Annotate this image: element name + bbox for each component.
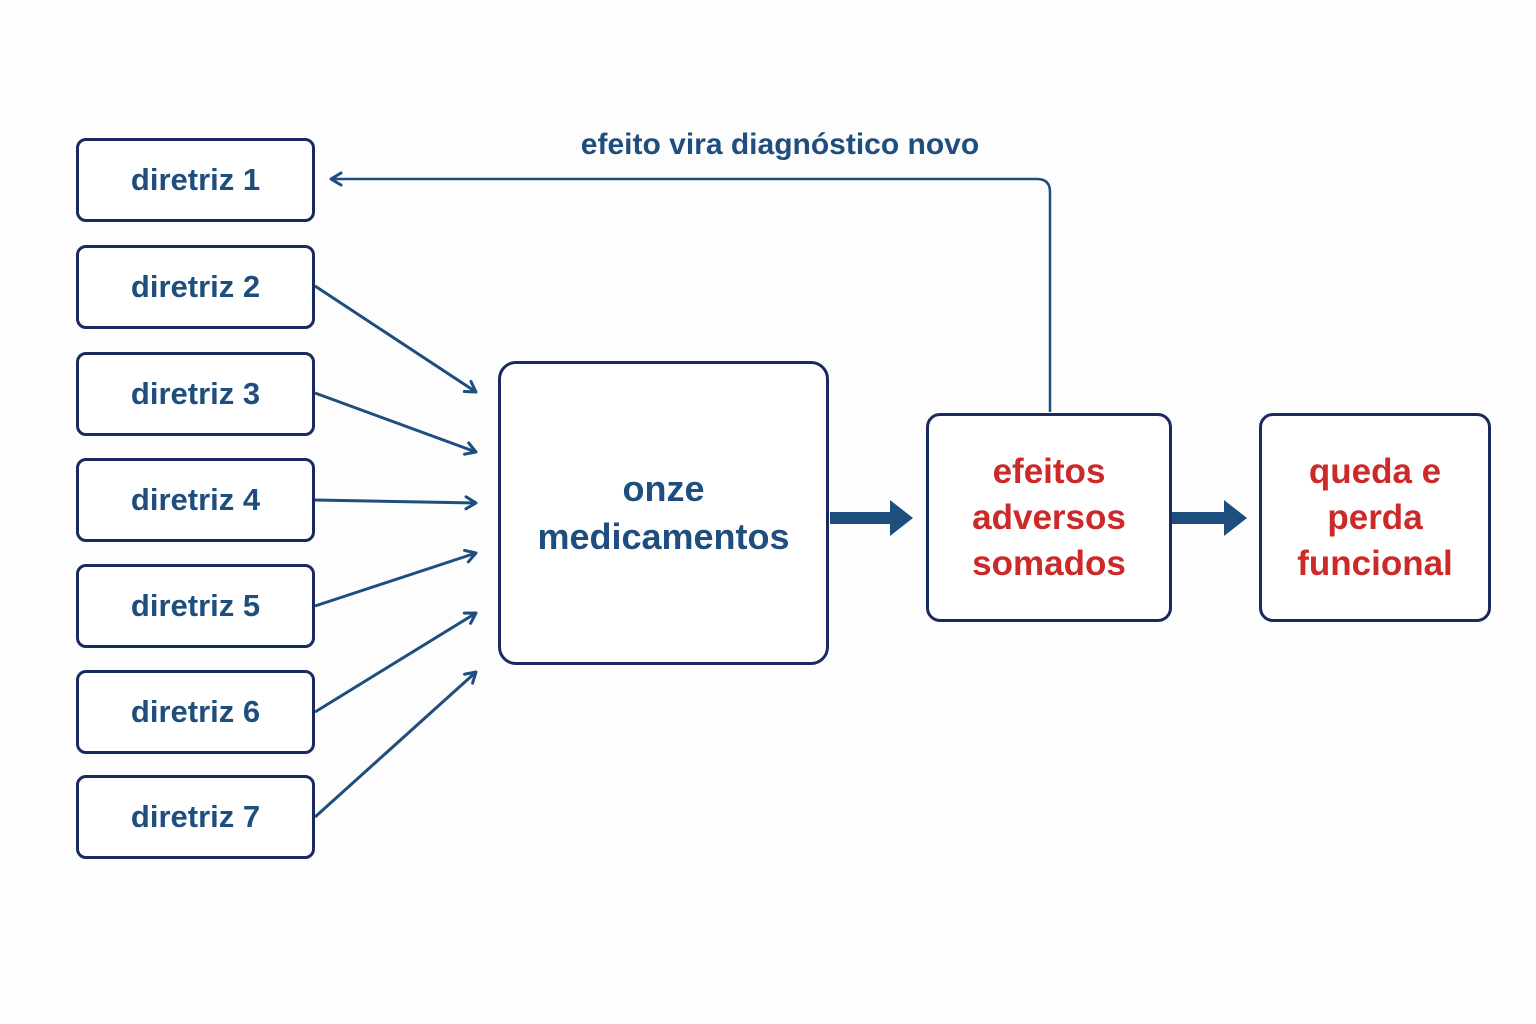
guideline-box-4: diretriz 4 — [76, 458, 315, 542]
guideline-box-2: diretriz 2 — [76, 245, 315, 329]
arrow-diretriz-7 — [313, 670, 478, 819]
arrow-diretriz-3 — [314, 391, 478, 456]
arrow-diretriz-5 — [314, 548, 478, 608]
feedback-label: efeito vira diagnóstico novo — [580, 128, 980, 161]
guideline-box-3: diretriz 3 — [76, 352, 315, 436]
guideline-box-1: diretriz 1 — [76, 138, 315, 222]
guideline-box-7: diretriz 7 — [76, 775, 315, 859]
adverse-effects-box: efeitos adversos somados — [926, 413, 1172, 622]
arrow-diretriz-6 — [314, 611, 478, 714]
guideline-box-5: diretriz 5 — [76, 564, 315, 648]
arrow-diretriz-4 — [314, 495, 478, 511]
arrow-medications-to-effects — [830, 500, 913, 536]
outcome-box: queda e perda funcional — [1259, 413, 1491, 622]
medications-box: onze medicamentos — [498, 361, 829, 665]
guideline-box-6: diretriz 6 — [76, 670, 315, 754]
arrow-effects-to-outcome — [1172, 500, 1247, 536]
feedback-arrow — [329, 171, 1052, 412]
arrow-diretriz-2 — [314, 284, 478, 394]
